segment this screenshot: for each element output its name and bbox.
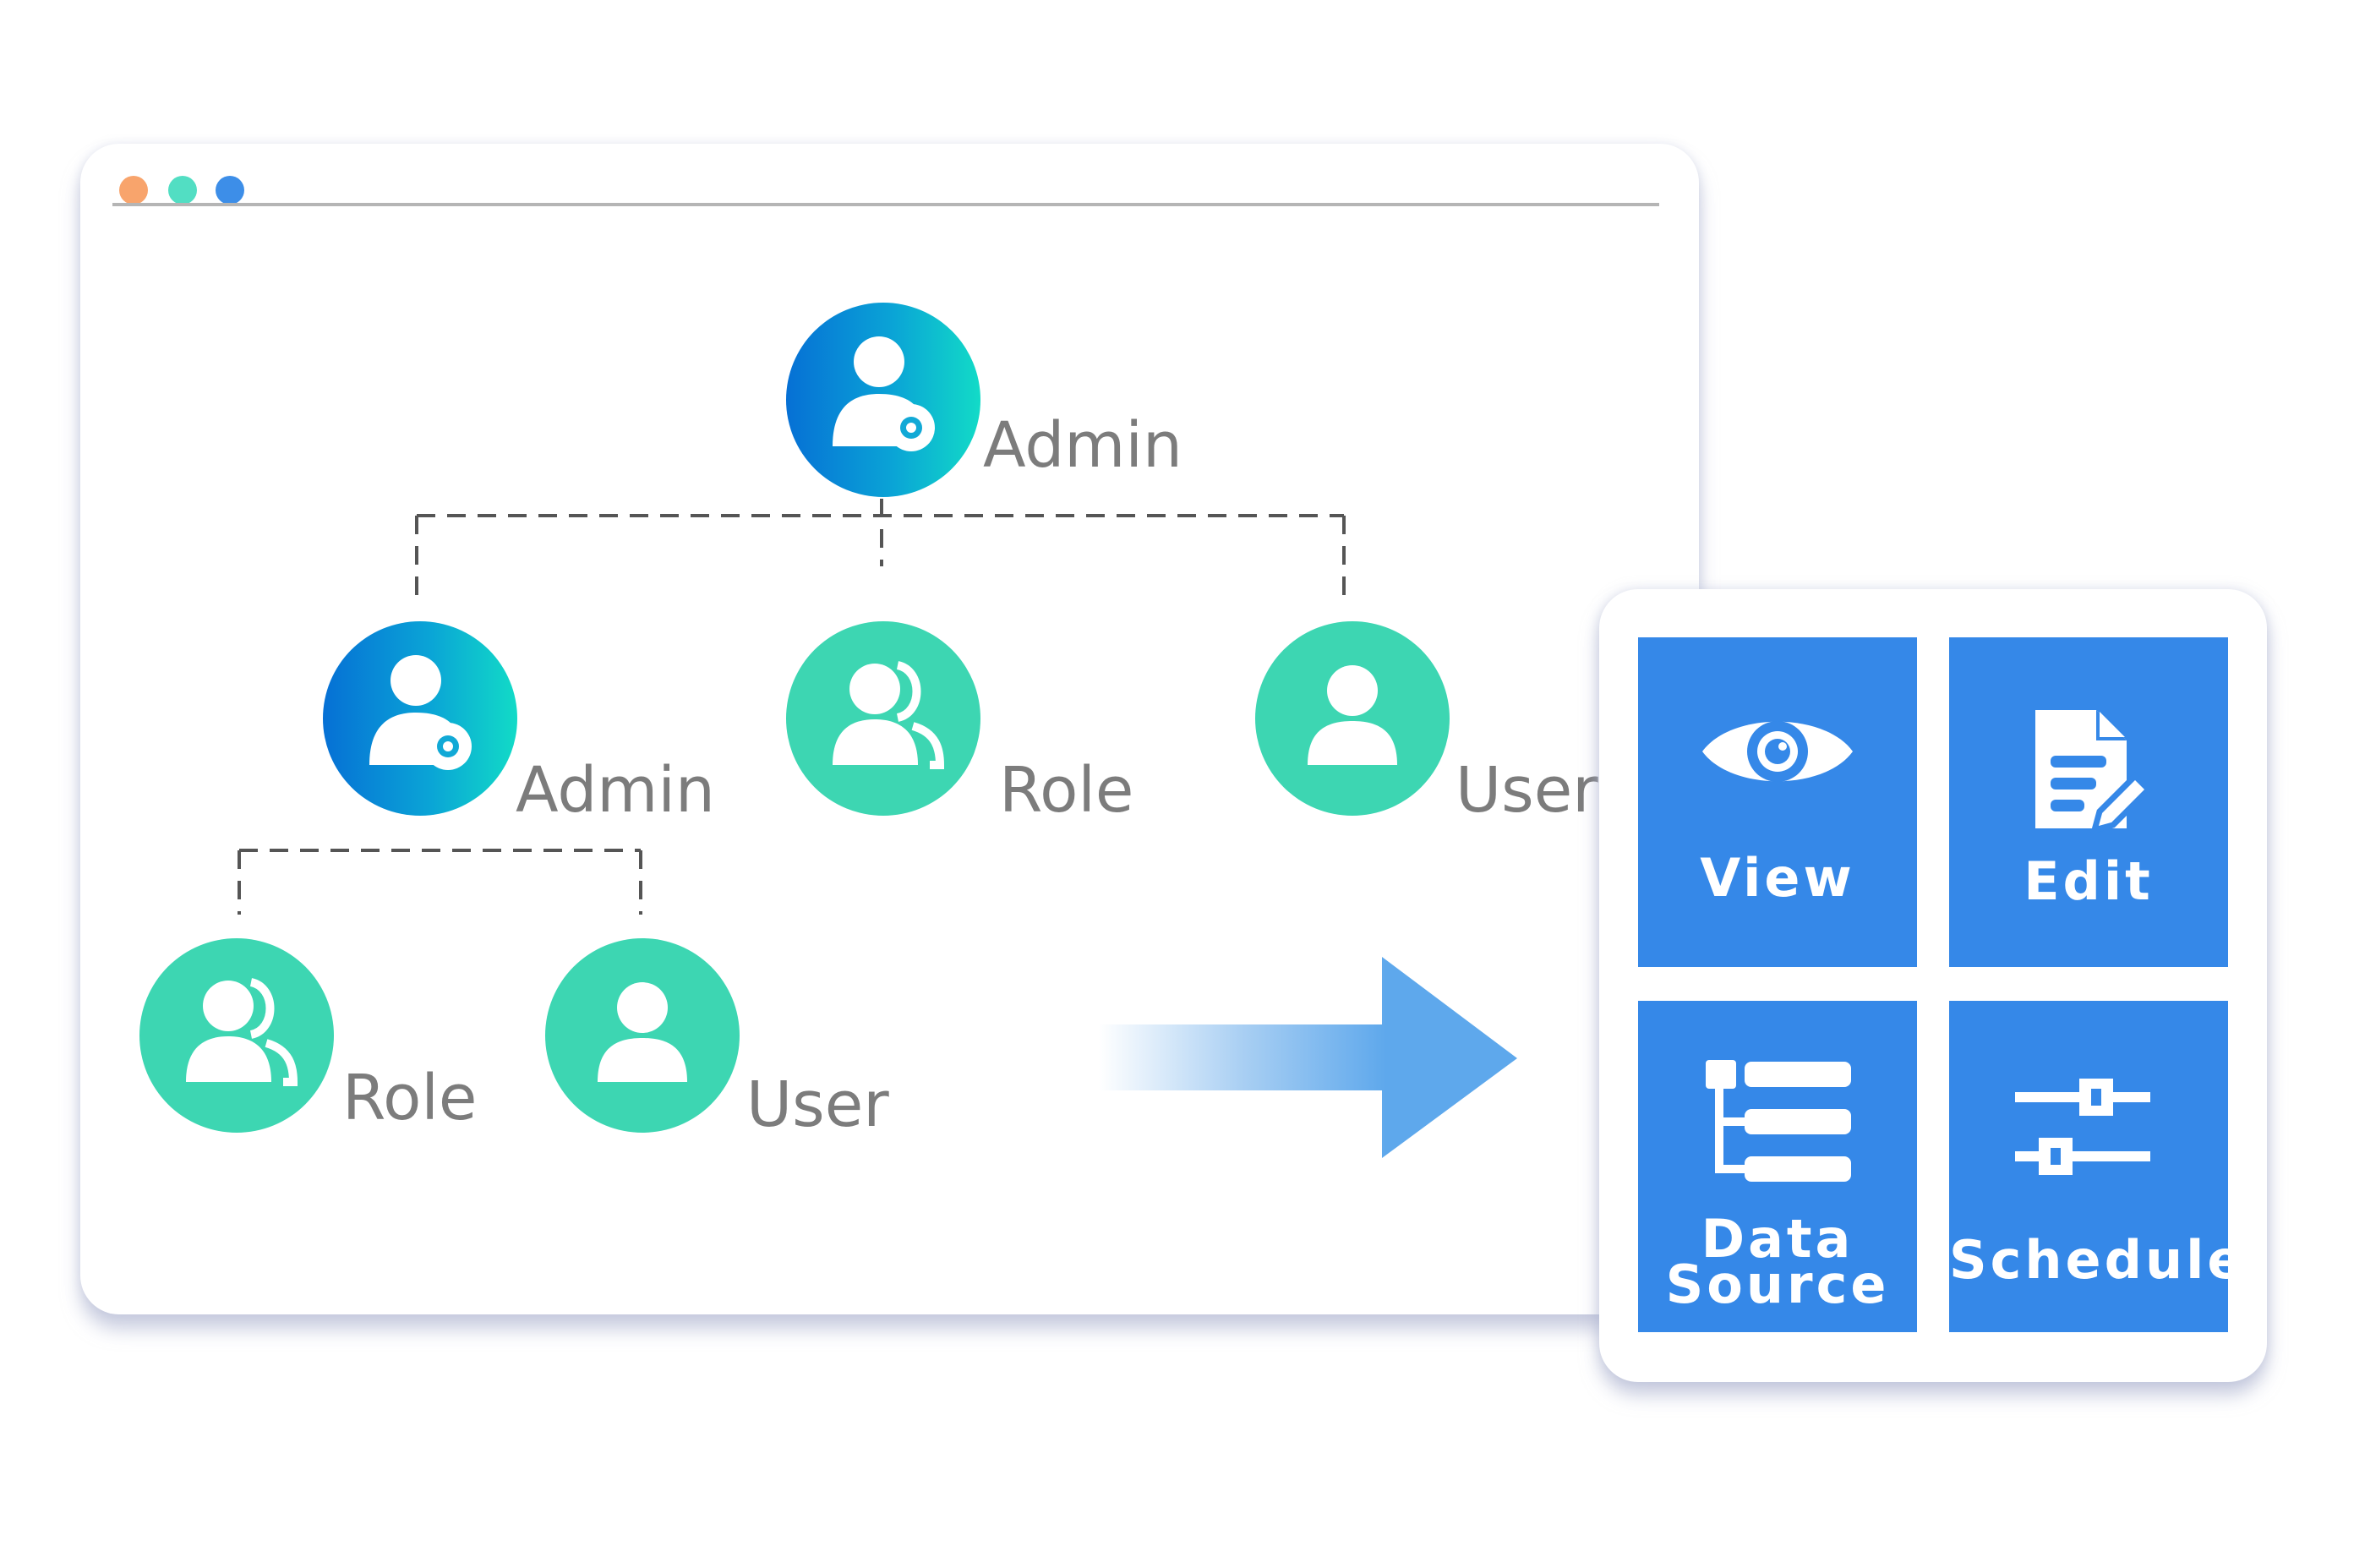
tile-data-source-label-line1: Data — [1701, 1208, 1854, 1270]
admin-gear-icon — [369, 655, 472, 770]
node-admin-label: Admin — [516, 754, 715, 827]
node-role[interactable] — [786, 621, 980, 816]
admin-gear-icon — [833, 336, 935, 451]
window-dot-blue — [216, 176, 244, 205]
data-tree-icon — [1706, 1060, 1851, 1182]
node-sub-user-label: User — [746, 1068, 889, 1141]
arrow-right-icon — [1099, 957, 1517, 1158]
document-edit-icon — [2035, 710, 2153, 834]
node-root-admin-label: Admin — [983, 409, 1182, 482]
node-user[interactable] — [1255, 621, 1450, 816]
node-sub-role-label: Role — [342, 1062, 478, 1134]
tile-view[interactable]: View — [1638, 637, 1917, 967]
node-sub-role[interactable] — [139, 938, 334, 1133]
group-icon — [833, 661, 945, 769]
tile-schedule-label: Schedule — [1949, 1229, 2247, 1291]
user-icon — [1308, 665, 1397, 765]
sliders-icon — [2015, 1079, 2150, 1175]
node-sub-user[interactable] — [545, 938, 740, 1133]
window-titlebar-divider — [112, 203, 1659, 206]
permissions-panel: View Edit Data Source — [1599, 589, 2267, 1382]
tile-edit-label: Edit — [2024, 850, 2154, 912]
window-dot-teal — [168, 176, 197, 205]
node-admin[interactable] — [323, 621, 517, 816]
node-role-label: Role — [999, 754, 1134, 827]
tile-schedule[interactable]: Schedule — [1949, 1001, 2247, 1332]
group-icon — [186, 978, 298, 1086]
tile-data-source[interactable]: Data Source — [1638, 1001, 1917, 1332]
window-dot-orange — [119, 176, 148, 205]
eye-icon — [1702, 721, 1853, 782]
tile-data-source-label-line2: Source — [1665, 1254, 1890, 1315]
node-user-label: User — [1456, 754, 1598, 827]
tile-view-label: View — [1700, 847, 1855, 909]
user-icon — [598, 982, 687, 1082]
node-root-admin[interactable] — [786, 303, 980, 497]
tile-edit[interactable]: Edit — [1949, 637, 2228, 967]
